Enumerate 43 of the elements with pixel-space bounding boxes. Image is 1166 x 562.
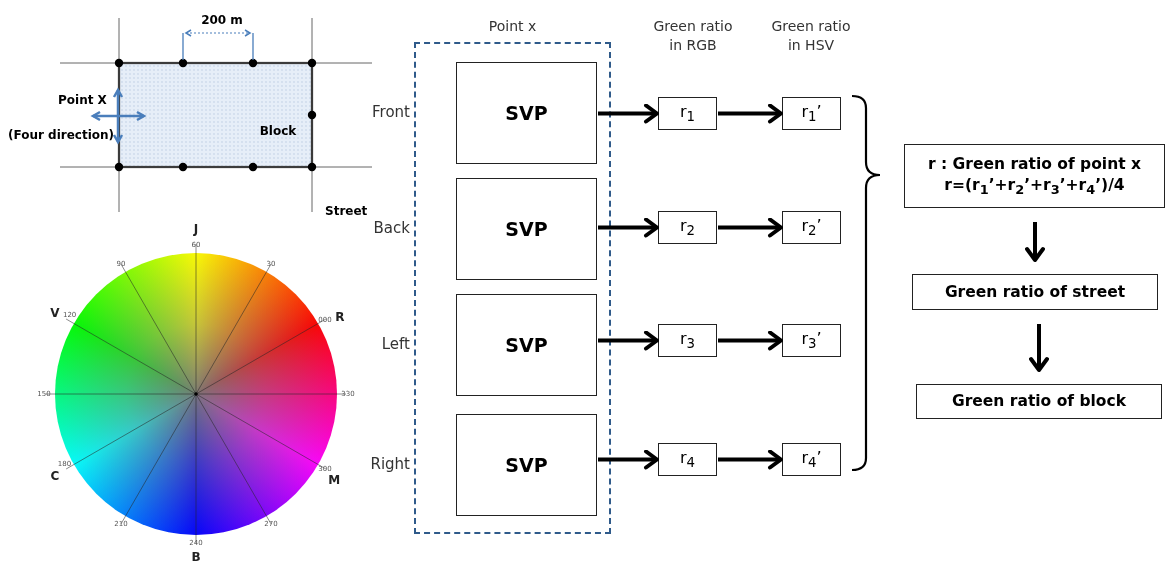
arrow [1025,222,1045,262]
result-box: r : Green ratio of point x r=(r$_{1}$’+r$_{2}$’+r$_{3}$’+r$_{4}$’)/4 [904,144,1165,208]
arrow [718,330,783,351]
group-title: Point x [487,18,538,34]
hue-letter: V [50,305,60,320]
street-label: Street [325,204,368,218]
value-box: r$_{1}$’ [782,97,841,130]
result-box: Green ratio of street [912,274,1158,310]
result-box: Green ratio of block [916,384,1162,419]
process-box: SVP [456,178,597,280]
arrow [718,103,783,124]
value-box: r$_{2}$ [658,211,717,244]
process-box: SVP [456,62,597,164]
process-box: SVP [456,294,597,396]
column-header: Green ratio in RGB [652,17,734,55]
value-box: r$_{2}$’ [782,211,841,244]
dimension-label: 200 m [201,13,243,27]
arrow [1029,324,1049,372]
value-box: r$_{1}$ [658,97,717,130]
side-label: Back [373,219,410,237]
side-label: Right [370,455,410,473]
hue-letter: B [191,550,201,562]
value-box: r$_{4}$’ [782,443,841,476]
side-label: Front [372,103,410,121]
value-box: r$_{3}$ [658,324,717,357]
arrow [718,217,783,238]
arrow [598,330,659,351]
arrow [598,449,659,470]
arrow [598,103,659,124]
side-label: Left [381,335,410,353]
hue-letter: M [328,473,341,488]
hue-letter: J [193,222,199,236]
point-label: (Four direction) [8,128,115,142]
arrow [718,449,783,470]
value-box: r$_{3}$’ [782,324,841,357]
process-box: SVP [456,414,597,516]
point-label: Point X [58,93,107,107]
column-header: Green ratio in HSV [770,17,852,55]
value-box: r$_{4}$ [658,443,717,476]
arrow [598,217,659,238]
block-label: Block [259,124,297,138]
hue-letter: R [335,310,345,325]
hue-letter: C [50,468,60,483]
